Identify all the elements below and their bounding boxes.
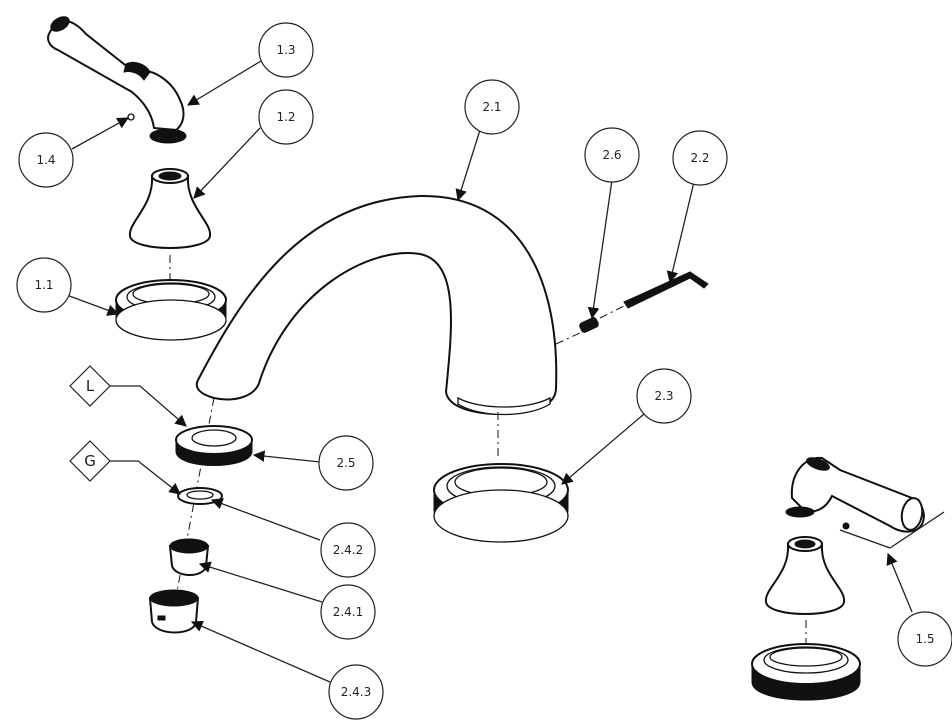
aerator-housing-2-5 <box>175 425 253 466</box>
tag-L-label: L <box>86 377 95 395</box>
callout-2-6: 2.6 <box>584 127 640 183</box>
callout-2-4-3-label: 2.4.3 <box>341 685 372 699</box>
hex-key-2-2 <box>599 271 709 319</box>
spout-2-1 <box>195 194 558 416</box>
callout-1-5-label: 1.5 <box>915 632 934 646</box>
left-handle-assembly <box>47 16 227 341</box>
callout-2-3: 2.3 <box>636 368 692 424</box>
callout-1-2-label: 1.2 <box>276 110 295 124</box>
base-ring-1-1 <box>115 279 227 341</box>
base-ring-right <box>751 643 861 701</box>
callout-2-4-1-label: 2.4.1 <box>333 605 364 619</box>
escutcheon-cap-1-2 <box>128 168 212 249</box>
lever-handle-1-5 <box>785 456 945 549</box>
callout-2-4-2-label: 2.4.2 <box>333 543 364 557</box>
callout-1-2: 1.2 <box>258 89 314 145</box>
set-screw-2-6 <box>555 317 599 345</box>
callout-2-2-label: 2.2 <box>690 151 709 165</box>
tag-G: G <box>69 440 111 482</box>
tag-L: L <box>69 365 111 407</box>
callout-1-4-label: 1.4 <box>36 153 55 167</box>
callout-2-4-1: 2.4.1 <box>320 584 376 640</box>
callout-1-5: 1.5 <box>897 611 952 667</box>
lever-handle-1-3 <box>47 16 187 144</box>
escutcheon-cap-right <box>764 536 846 615</box>
tag-G-label: G <box>84 452 96 470</box>
right-handle-assembly <box>751 456 945 701</box>
callout-2-5: 2.5 <box>318 435 374 491</box>
callout-2-1: 2.1 <box>464 79 520 135</box>
callout-1-4: 1.4 <box>18 132 74 188</box>
callout-2-6-label: 2.6 <box>602 148 621 162</box>
callout-2-2: 2.2 <box>672 130 728 186</box>
callout-1-1-label: 1.1 <box>34 278 53 292</box>
callout-2-4-3: 2.4.3 <box>328 664 384 720</box>
callout-1-1: 1.1 <box>16 257 72 313</box>
leader-lines <box>63 60 913 683</box>
aerator-insert-2-4-1 <box>168 538 210 576</box>
callout-2-4-2: 2.4.2 <box>320 522 376 578</box>
callout-1-3: 1.3 <box>258 22 314 78</box>
aerator-screen-2-4-3 <box>148 589 200 634</box>
set-screw-1-4 <box>127 113 135 121</box>
callout-1-3-label: 1.3 <box>276 43 295 57</box>
callout-2-1-label: 2.1 <box>482 100 501 114</box>
spout-base-ring-2-3 <box>433 463 569 543</box>
callout-2-3-label: 2.3 <box>654 389 673 403</box>
callout-2-5-label: 2.5 <box>336 456 355 470</box>
